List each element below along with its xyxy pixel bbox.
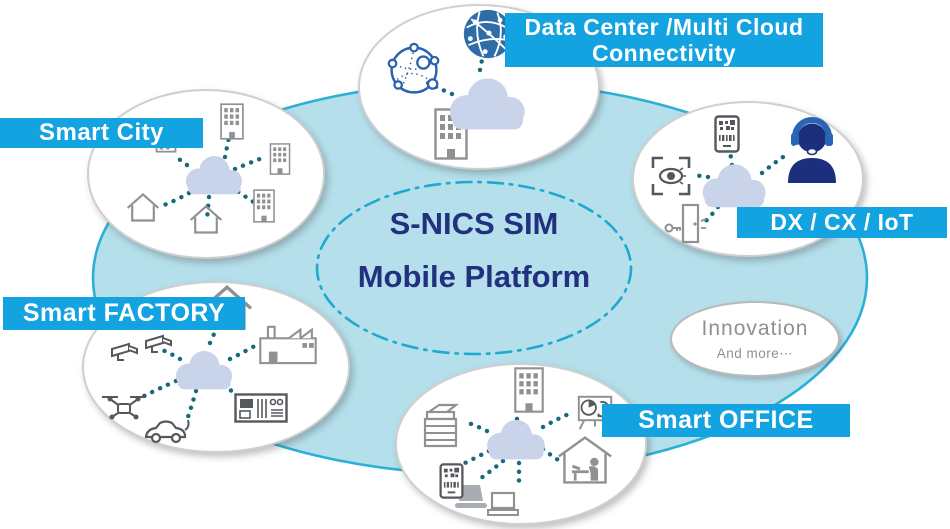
label-smart-factory: Smart FACTORY	[3, 297, 245, 330]
platform-title: S-NICS SIM Mobile Platform	[324, 206, 624, 295]
qr-tablet-icon	[714, 115, 740, 153]
laptop-icon	[486, 491, 520, 517]
label-smart-city: Smart City	[0, 118, 203, 148]
office-building-icon	[253, 189, 275, 223]
cloud-icon	[175, 351, 233, 390]
eye-scan-icon	[651, 156, 691, 196]
house-icon	[189, 205, 223, 234]
label-data-center-line1: Data Center /Multi Cloud	[524, 14, 804, 40]
cloud-icon	[487, 419, 545, 460]
electric-car-icon	[144, 418, 190, 444]
label-dx-cx-iot: DX / CX / IoT	[737, 207, 947, 238]
office-building-icon	[220, 103, 244, 140]
group-smart-office	[395, 363, 647, 525]
label-smart-factory-text: Smart FACTORY	[22, 299, 226, 327]
platform-dashed-ellipse	[315, 180, 633, 356]
label-data-center: Data Center /Multi Cloud Connectivity	[505, 13, 823, 67]
factory-icon	[259, 325, 317, 365]
platform-title-line2: Mobile Platform	[357, 259, 591, 294]
cctv-camera-icon	[110, 342, 139, 362]
office-building-icon	[514, 367, 544, 413]
cloud-icon	[185, 156, 243, 195]
label-smart-city-text: Smart City	[38, 119, 165, 146]
label-dx-cx-iot-text: DX / CX / IoT	[770, 209, 914, 235]
circuit-board-icon	[234, 393, 288, 423]
door-key-icon	[664, 203, 708, 244]
qr-tablet-icon	[439, 463, 464, 499]
label-data-center-line2: Connectivity	[591, 40, 737, 66]
label-smart-office-text: Smart OFFICE	[638, 406, 814, 434]
house-icon	[126, 193, 160, 222]
cloud-icon	[702, 164, 766, 208]
innovation-subtitle: And more⋯	[716, 345, 794, 361]
cloud-icon	[449, 78, 525, 130]
copier-icon	[423, 403, 458, 448]
cctv-camera-icon	[144, 334, 173, 354]
group-smart-city	[87, 89, 325, 259]
group-innovation: Innovation And more⋯	[670, 301, 840, 377]
support-agent-icon	[788, 120, 836, 183]
drone-icon	[101, 395, 147, 421]
remote-worker-icon	[557, 436, 613, 484]
office-building-icon	[269, 143, 291, 175]
innovation-title: Innovation	[701, 316, 809, 340]
label-smart-office: Smart OFFICE	[602, 404, 850, 437]
connected-nodes-icon	[387, 42, 440, 94]
connector-dots	[691, 148, 789, 228]
platform-title-line1: S-NICS SIM	[389, 206, 559, 241]
